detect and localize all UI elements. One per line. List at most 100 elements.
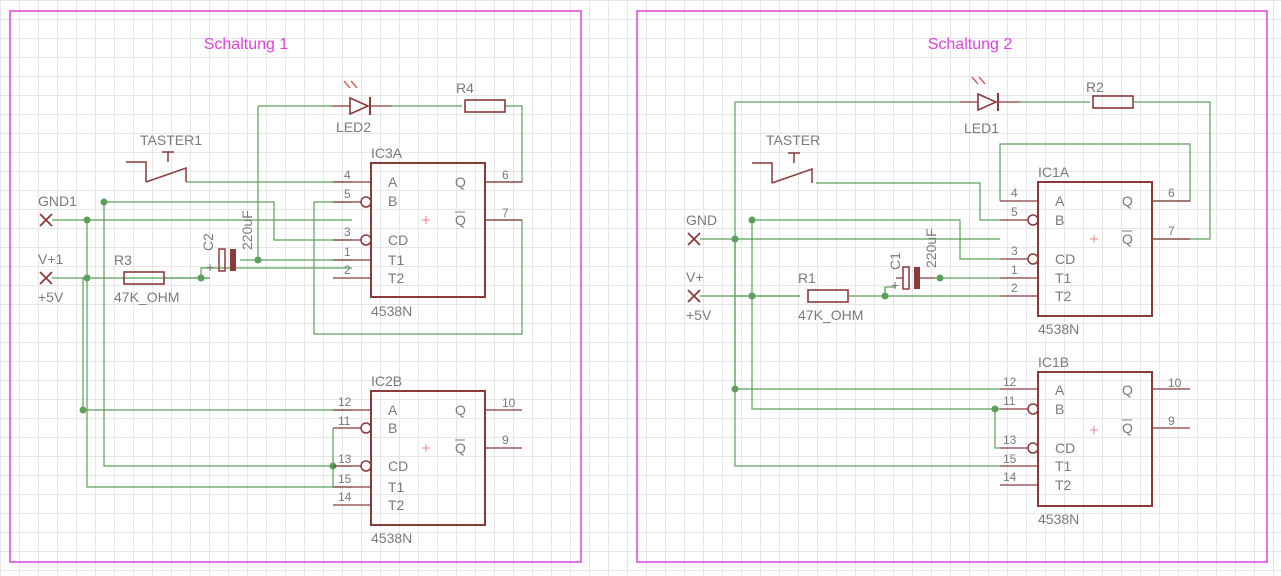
ic1a-pin: 6 [1168, 186, 1175, 200]
c1-value: 220uF [923, 228, 939, 268]
ic2b-in-t1: T1 [388, 479, 405, 495]
vcc1-value: +5V [38, 289, 64, 305]
resistor-r3: R3 47K_OHM [114, 252, 179, 305]
resistor-r1: R1 47K_OHM [798, 270, 863, 323]
ic2b-in-a: A [388, 402, 398, 418]
r3-label: R3 [114, 252, 132, 268]
circuit2-title: Schaltung 2 [928, 36, 1013, 53]
ic3a-pin: 3 [344, 225, 351, 239]
ic1a-pin: 7 [1168, 224, 1175, 238]
c2-plus: + [206, 259, 214, 275]
vcc2-label: V+ [686, 269, 704, 285]
button1-label: TASTER1 [140, 132, 202, 148]
circuit1-junctions [79, 198, 337, 470]
c2-value: 220uF [239, 210, 255, 250]
ic1b-in-a: A [1055, 382, 1065, 398]
ic1a-type: 4538N [1038, 321, 1079, 337]
ic3a-name: IC3A [371, 145, 403, 161]
ic2b-pin: 14 [338, 490, 352, 504]
ic3a-pin: 7 [502, 206, 509, 220]
ic2b-in-t2: T2 [388, 497, 405, 513]
circuit2-junctions [731, 216, 999, 413]
button2-label: TASTER [766, 132, 820, 148]
resistor-r2: R2 [1086, 79, 1134, 109]
ic3a-in-t1: T1 [388, 252, 405, 268]
button-taster: TASTER [752, 132, 820, 184]
vcc1-label: V+1 [38, 251, 64, 267]
ic1b-pin: 15 [1003, 452, 1017, 466]
ic2b: IC2B 4538N A B CD T1 T2 Q Q 12 11 13 15 … [333, 373, 522, 546]
ic1a-pin: 2 [1011, 281, 1018, 295]
ic1a-in-t1: T1 [1055, 270, 1072, 286]
ic1a: IC1A 4538N A B CD T1 T2 Q Q 4 5 3 1 2 6 … [1000, 164, 1190, 337]
ic1a-in-b: B [1055, 212, 1064, 228]
capacitor-c2: + C2 220uF [200, 210, 255, 275]
ic1b-type: 4538N [1038, 511, 1079, 527]
c2-label: C2 [200, 233, 216, 251]
ic1a-pin: 4 [1011, 186, 1018, 200]
ic1b-pin: 12 [1003, 375, 1017, 389]
ic1b: IC1B 4538N A B CD T1 T2 Q Q 12 11 13 15 … [1000, 354, 1190, 527]
ic3a-out-q: Q [455, 174, 466, 190]
ic1a-pin: 5 [1011, 205, 1018, 219]
r2-label: R2 [1086, 79, 1104, 95]
ic3a: IC3A 4538N A B CD T1 T2 Q Q 4 5 3 1 2 6 … [333, 145, 522, 319]
ic3a-in-t2: T2 [388, 270, 405, 286]
ic2b-pin: 11 [338, 414, 351, 428]
ic1a-in-a: A [1055, 193, 1065, 209]
ic2b-pin: 10 [502, 396, 516, 410]
ic2b-pin: 9 [502, 433, 509, 447]
ic1b-in-t2: T2 [1055, 477, 1072, 493]
ic1b-in-cd: CD [1055, 440, 1075, 456]
frame-circuit2 [636, 10, 1268, 563]
gnd2-symbol: GND [686, 212, 717, 246]
ic1b-pin: 9 [1168, 414, 1175, 428]
gnd2-label: GND [686, 212, 717, 228]
ic3a-pin: 2 [344, 263, 351, 277]
r1-label: R1 [798, 270, 816, 286]
ic1a-pin: 3 [1011, 244, 1018, 258]
circuit-1: Schaltung 1 [38, 36, 523, 546]
ic1b-out-qbar: Q [1122, 420, 1133, 436]
vcc1-symbol: V+1 +5V [38, 251, 64, 305]
ic3a-pin: 1 [344, 245, 351, 259]
gnd1-symbol: GND1 [38, 193, 77, 227]
ic1b-in-t1: T1 [1055, 458, 1072, 474]
button-taster1: TASTER1 [126, 132, 202, 183]
ic2b-name: IC2B [371, 373, 402, 389]
resistor-r4: R4 [456, 80, 506, 113]
ic1a-in-t2: T2 [1055, 288, 1072, 304]
frame-circuit1 [9, 10, 582, 563]
ic1a-in-cd: CD [1055, 251, 1075, 267]
ic3a-pin: 4 [344, 168, 351, 182]
capacitor-c1: + C1 220uF [887, 228, 939, 293]
ic2b-pin: 15 [338, 472, 352, 486]
ic3a-in-b: B [388, 193, 397, 209]
ic2b-in-cd: CD [388, 458, 408, 474]
led1-label: LED1 [964, 120, 999, 136]
ic3a-in-a: A [388, 174, 398, 190]
ic1b-out-q: Q [1122, 382, 1133, 398]
ic1b-pin: 11 [1003, 394, 1016, 408]
vcc2-symbol: V+ +5V [686, 269, 712, 323]
ic2b-pin: 13 [338, 452, 352, 466]
ic1b-pin: 13 [1003, 433, 1017, 447]
ic2b-pin: 12 [338, 395, 352, 409]
ic2b-out-q: Q [455, 402, 466, 418]
ic3a-out-qbar: Q [455, 212, 466, 228]
ic2b-in-b: B [388, 420, 397, 436]
c1-plus: + [891, 277, 899, 293]
gnd1-label: GND1 [38, 193, 77, 209]
ic1a-out-qbar: Q [1122, 231, 1133, 247]
ic2b-out-qbar: Q [455, 440, 466, 456]
ic3a-in-cd: CD [388, 232, 408, 248]
led2-label: LED2 [336, 119, 371, 135]
ic1a-pin: 1 [1011, 263, 1018, 277]
ic3a-pin: 5 [344, 187, 351, 201]
led1: LED1 [960, 76, 1020, 136]
ic1b-pin: 10 [1168, 376, 1182, 390]
ic3a-type: 4538N [371, 303, 412, 319]
r1-value: 47K_OHM [798, 307, 863, 323]
ic1b-in-b: B [1055, 401, 1064, 417]
